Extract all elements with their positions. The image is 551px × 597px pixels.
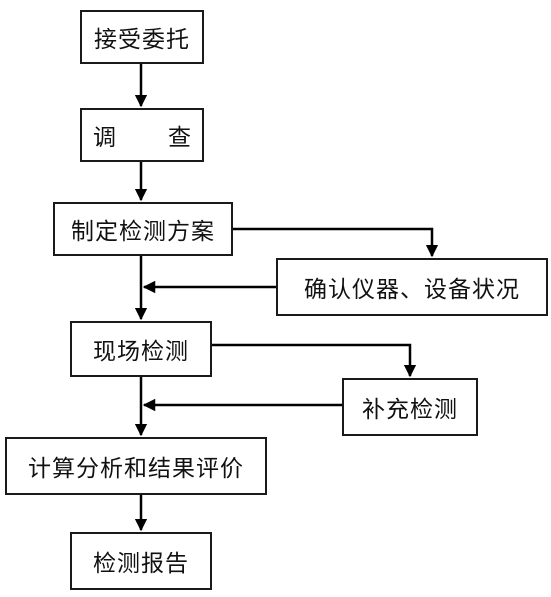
step-confirm-equipment-label: 确认仪器、设备状况: [304, 277, 520, 303]
step-inspection-report-label: 检测报告: [93, 551, 189, 577]
arrow-onsite-to-supplement: [212, 343, 417, 378]
step-inspection-report: 检测报告: [70, 532, 212, 590]
step-analysis-evaluation-label: 计算分析和结果评价: [28, 456, 244, 482]
arrow-plan-to-confirm: [233, 227, 439, 258]
step-onsite-inspection: 现场检测: [70, 321, 212, 377]
step-accept-commission: 接受委托: [80, 10, 204, 64]
step-investigation-label-right: 查: [168, 125, 191, 151]
step-supplementary-inspection-label: 补充检测: [362, 397, 458, 423]
step-accept-commission-label: 接受委托: [94, 27, 190, 53]
step-analysis-evaluation: 计算分析和结果评价: [5, 437, 267, 495]
step-supplementary-inspection: 补充检测: [342, 378, 478, 436]
step-investigation: 调 查: [80, 108, 204, 162]
step-onsite-inspection-label: 现场检测: [93, 339, 189, 365]
step-inspection-plan-label: 制定检测方案: [71, 219, 215, 245]
step-confirm-equipment: 确认仪器、设备状况: [276, 258, 548, 316]
step-investigation-label-left: 调: [93, 125, 116, 151]
step-inspection-plan: 制定检测方案: [53, 202, 233, 256]
